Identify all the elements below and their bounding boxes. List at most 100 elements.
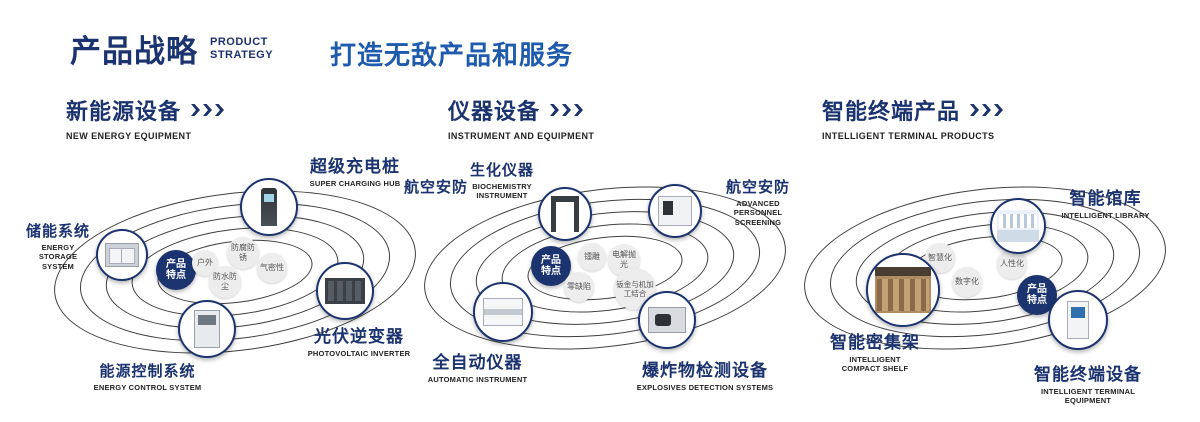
- feature-bubble: 防水防尘: [209, 266, 241, 298]
- label-biochemistry-instrument: 生化仪器 BIOCHEMISTRY INSTRUMENT: [448, 159, 556, 201]
- detector-photo: [648, 307, 686, 333]
- label-en: BIOCHEMISTRY INSTRUMENT: [472, 182, 532, 201]
- triple-arrow-icon: [191, 104, 225, 116]
- node-intelligent-library: [990, 198, 1046, 254]
- label-en: INTELLIGENT LIBRARY: [1061, 211, 1150, 220]
- page-title-en-line2: STRATEGY: [210, 48, 274, 61]
- charging-pile-photo: [261, 188, 277, 226]
- section-instruments-header: 仪器设备 INSTRUMENT AND EQUIPMENT: [448, 94, 594, 141]
- node-compact-shelf: [866, 253, 940, 327]
- triple-arrow-icon: [550, 104, 584, 116]
- feature-bubble: 镭雕: [578, 243, 606, 271]
- page-title-en-line1: PRODUCT: [210, 36, 268, 49]
- feature-bubble: 人性化: [997, 249, 1027, 279]
- label-cn: 光伏逆变器: [314, 327, 404, 346]
- brand-header: 产品战略 PRODUCT STRATEGY: [70, 26, 273, 71]
- label-aviation-security-left: 航空安防: [398, 176, 474, 197]
- node-aviation-security-gate: [538, 187, 592, 241]
- badge-line1: 产品: [1027, 283, 1047, 295]
- page-title-en: PRODUCT STRATEGY: [210, 36, 273, 60]
- label-super-charging-hub: 超级充电桩 SUPER CHARGING HUB: [295, 152, 415, 188]
- badge-line2: 特点: [166, 270, 186, 281]
- badge-line2: 特点: [1027, 295, 1047, 306]
- product-features-badge: 产品 特点: [156, 250, 196, 290]
- section-title-row: 仪器设备: [448, 94, 594, 126]
- feature-bubble: 零缺陷: [564, 272, 594, 302]
- chevron-icon: [562, 104, 572, 116]
- label-terminal-equipment: 智能终端设备 INTELLIGENT TERMINAL EQUIPMENT: [1018, 360, 1158, 406]
- control-cabinet-photo: [194, 310, 220, 348]
- label-automatic-instrument: 全自动仪器 AUTOMATIC INSTRUMENT: [420, 348, 535, 384]
- kiosk-photo: [1067, 301, 1089, 339]
- node-explosives-detection: [638, 291, 696, 349]
- chevron-icon: [203, 104, 213, 116]
- feature-bubble: 数字化: [952, 267, 982, 297]
- section-intelligent-header: 智能终端产品 INTELLIGENT TERMINAL PRODUCTS: [822, 94, 1004, 141]
- section-title-row: 新能源设备: [66, 94, 225, 126]
- node-automatic-instrument: [473, 282, 533, 342]
- chevron-icon: [970, 104, 980, 116]
- label-cn: 生化仪器: [469, 162, 534, 179]
- label-en: ADVANCED PERSONNEL SCREENING: [733, 199, 783, 227]
- slogan: 打造无敌产品和服务: [330, 40, 574, 70]
- feature-bubble: 防腐防锈: [227, 237, 259, 269]
- feature-bubble: 气密性: [257, 253, 287, 283]
- triple-arrow-icon: [970, 104, 1004, 116]
- badge-line2: 特点: [541, 266, 561, 277]
- feature-bubble: 户外: [192, 250, 218, 276]
- label-en: SUPER CHARGING HUB: [309, 179, 401, 188]
- label-cn: 超级充电桩: [310, 157, 400, 176]
- compact-shelf-photo: [875, 267, 931, 313]
- label-en: EXPLOSIVES DETECTION SYSTEMS: [636, 383, 774, 392]
- label-intelligent-library: 智能馆库 INTELLIGENT LIBRARY: [1048, 184, 1163, 220]
- label-cn: 储能系统: [25, 223, 90, 240]
- label-compact-shelf: 智能密集架 INTELLIGENT COMPACT SHELF: [815, 328, 935, 374]
- badge-line1: 产品: [541, 254, 561, 266]
- analyzer-photo: [483, 298, 523, 326]
- node-personnel-screening: [648, 184, 702, 238]
- product-features-badge: 产品 特点: [531, 246, 571, 286]
- label-en: INTELLIGENT COMPACT SHELF: [841, 355, 909, 374]
- label-energy-control: 能源控制系统 ENERGY CONTROL SYSTEM: [85, 360, 210, 392]
- node-super-charging-hub: [240, 178, 298, 236]
- chevron-icon: [574, 104, 584, 116]
- label-cn: 全自动仪器: [432, 353, 523, 372]
- section-title-row: 智能终端产品: [822, 94, 1004, 126]
- energy-storage-photo: [105, 243, 139, 267]
- security-gate-photo: [551, 196, 579, 232]
- label-photovoltaic-inverter: 光伏逆变器 PHOTOVOLTAIC INVERTER: [300, 322, 418, 358]
- label-aviation-security-right: 航空安防 ADVANCED PERSONNEL SCREENING: [708, 176, 808, 227]
- label-cn: 航空安防: [725, 179, 790, 196]
- inverter-photo: [325, 278, 365, 304]
- label-en: ENERGY STORAGE SYSTEM: [38, 243, 78, 271]
- node-energy-control: [178, 300, 236, 358]
- label-cn: 智能馆库: [1069, 189, 1142, 208]
- library-photo: [997, 210, 1039, 242]
- label-cn: 智能终端设备: [1034, 365, 1142, 384]
- chevron-icon: [982, 104, 992, 116]
- screening-machine-photo: [658, 196, 692, 226]
- label-cn: 能源控制系统: [99, 363, 196, 380]
- section-title-instruments: 仪器设备: [448, 99, 541, 124]
- label-cn: 爆炸物检测设备: [642, 361, 768, 380]
- label-energy-storage: 储能系统 ENERGY STORAGE SYSTEM: [8, 220, 108, 271]
- chevron-icon: [191, 104, 201, 116]
- section-title-intelligent: 智能终端产品: [822, 99, 961, 124]
- section-subtitle-new-energy: NEW ENERGY EQUIPMENT: [66, 131, 192, 141]
- label-en: PHOTOVOLTAIC INVERTER: [307, 349, 411, 358]
- label-explosives-detection: 爆炸物检测设备 EXPLOSIVES DETECTION SYSTEMS: [630, 356, 780, 392]
- badge-line1: 产品: [166, 258, 186, 270]
- node-photovoltaic-inverter: [316, 262, 374, 320]
- node-energy-storage: [96, 229, 148, 281]
- section-subtitle-instruments: INSTRUMENT AND EQUIPMENT: [448, 131, 595, 141]
- chevron-icon: [550, 104, 560, 116]
- chevron-icon: [215, 104, 225, 116]
- label-en: AUTOMATIC INSTRUMENT: [427, 375, 528, 384]
- chevron-icon: [994, 104, 1004, 116]
- label-en: ENERGY CONTROL SYSTEM: [93, 383, 202, 392]
- label-en: INTELLIGENT TERMINAL EQUIPMENT: [1041, 387, 1135, 406]
- label-cn: 航空安防: [403, 179, 468, 196]
- section-title-new-energy: 新能源设备: [66, 99, 182, 124]
- section-subtitle-intelligent: INTELLIGENT TERMINAL PRODUCTS: [822, 131, 995, 141]
